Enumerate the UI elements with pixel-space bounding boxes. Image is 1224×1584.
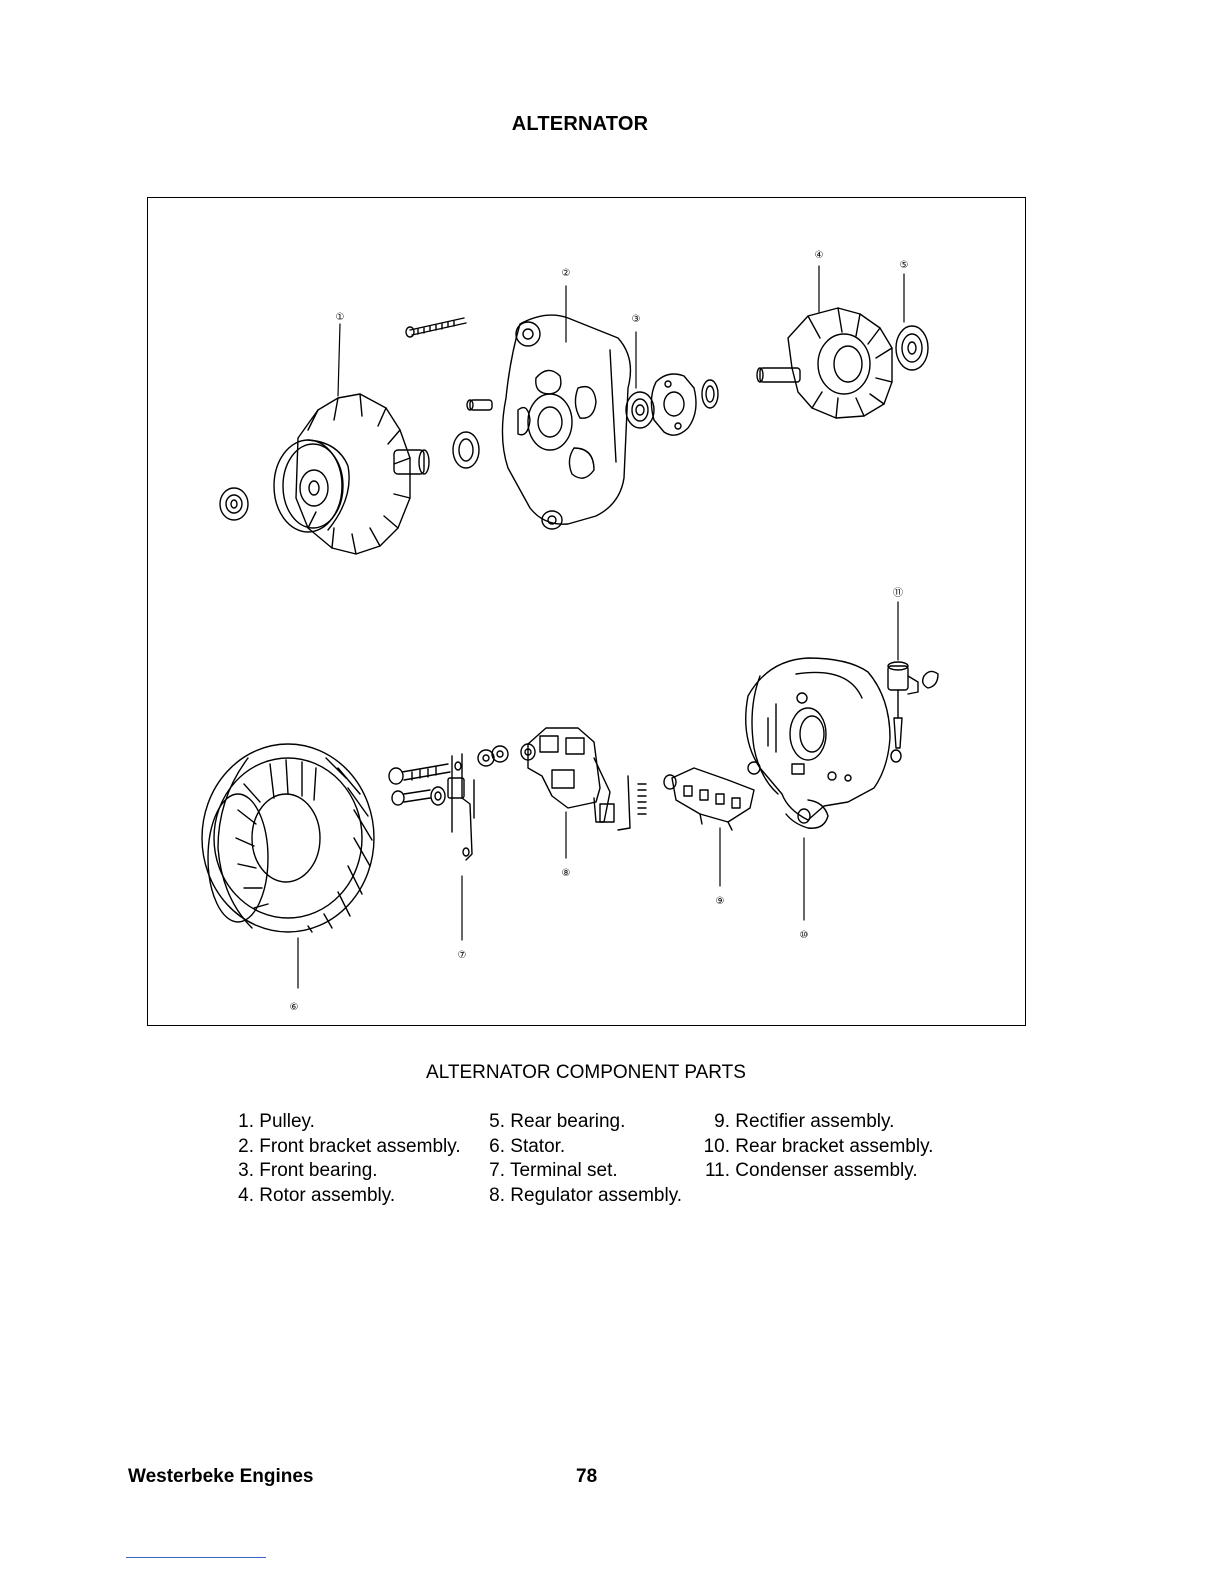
item-label: Front bracket assembly. — [259, 1136, 460, 1157]
list-item: 3. Front bearing. — [232, 1159, 461, 1184]
callout-10: ⑩ — [800, 930, 809, 941]
list-item: 1. Pulley. — [232, 1110, 461, 1135]
item-number: 3. — [232, 1159, 254, 1184]
front-bracket-drawing — [406, 315, 630, 529]
list-item: 4. Rotor assembly. — [232, 1184, 461, 1209]
item-number: 1. — [232, 1110, 254, 1135]
item-label: Stator. — [510, 1136, 565, 1157]
figure-caption: ALTERNATOR COMPONENT PARTS — [0, 1062, 1172, 1084]
item-number: 10. — [700, 1135, 730, 1160]
rectifier-drawing — [664, 768, 754, 830]
list-item: 9. Rectifier assembly. — [700, 1110, 933, 1135]
item-number: 2. — [232, 1135, 254, 1160]
callout-2: ② — [562, 268, 571, 279]
item-label: Rectifier assembly. — [735, 1111, 894, 1132]
regulator-drawing — [521, 728, 646, 830]
front-bearing-drawing — [626, 374, 718, 435]
item-label: Rotor assembly. — [259, 1185, 395, 1206]
parts-list-column-2: 5. Rear bearing. 6. Stator. 7. Terminal … — [483, 1110, 682, 1208]
rear-bracket-drawing — [746, 658, 890, 828]
callout-9: ⑨ — [716, 896, 725, 907]
callout-5: ⑤ — [900, 260, 909, 271]
item-number: 5. — [483, 1110, 505, 1135]
list-item: 8. Regulator assembly. — [483, 1184, 682, 1209]
item-number: 6. — [483, 1135, 505, 1160]
callout-1: ① — [336, 312, 345, 323]
callout-4: ④ — [815, 250, 824, 261]
pulley-drawing — [220, 394, 429, 554]
list-item: 2. Front bracket assembly. — [232, 1135, 461, 1160]
list-item: 6. Stator. — [483, 1135, 682, 1160]
item-number: 11. — [700, 1159, 730, 1184]
alternator-exploded-view: ① ② ③ ④ ⑤ ⑥ ⑦ ⑧ ⑨ ⑩ ⑪ — [148, 198, 1024, 1024]
item-label: Condenser assembly. — [735, 1160, 917, 1181]
parts-list-column-3: 9. Rectifier assembly. 10. Rear bracket … — [700, 1110, 933, 1184]
list-item: 5. Rear bearing. — [483, 1110, 682, 1135]
footer-publisher: Westerbeke Engines — [128, 1466, 314, 1488]
condenser-drawing — [888, 662, 938, 762]
item-number: 8. — [483, 1184, 505, 1209]
terminal-set-drawing — [389, 746, 508, 860]
callout-6: ⑥ — [290, 1002, 299, 1013]
callout-3: ③ — [632, 314, 641, 325]
page-title: ALTERNATOR — [0, 113, 1160, 136]
item-number: 4. — [232, 1184, 254, 1209]
item-label: Rear bearing. — [510, 1111, 625, 1132]
leader-lines — [298, 266, 904, 988]
item-label: Rear bracket assembly. — [735, 1136, 933, 1157]
item-label: Pulley. — [259, 1111, 315, 1132]
list-item: 10. Rear bracket assembly. — [700, 1135, 933, 1160]
callout-11: ⑪ — [893, 587, 903, 599]
item-label: Front bearing. — [259, 1160, 377, 1181]
list-item: 7. Terminal set. — [483, 1159, 682, 1184]
stator-drawing — [202, 744, 374, 932]
item-number: 7. — [483, 1159, 505, 1184]
item-label: Terminal set. — [510, 1160, 618, 1181]
item-number: 9. — [700, 1110, 730, 1135]
footer-divider — [126, 1557, 266, 1558]
list-item: 11. Condenser assembly. — [700, 1159, 933, 1184]
rotor-drawing — [757, 308, 928, 418]
item-label: Regulator assembly. — [510, 1185, 682, 1206]
page-number: 78 — [576, 1466, 597, 1488]
parts-list-column-1: 1. Pulley. 2. Front bracket assembly. 3.… — [232, 1110, 461, 1208]
exploded-diagram: ① ② ③ ④ ⑤ ⑥ ⑦ ⑧ ⑨ ⑩ ⑪ — [147, 197, 1026, 1026]
callout-8: ⑧ — [562, 868, 571, 879]
callout-7: ⑦ — [458, 950, 467, 961]
